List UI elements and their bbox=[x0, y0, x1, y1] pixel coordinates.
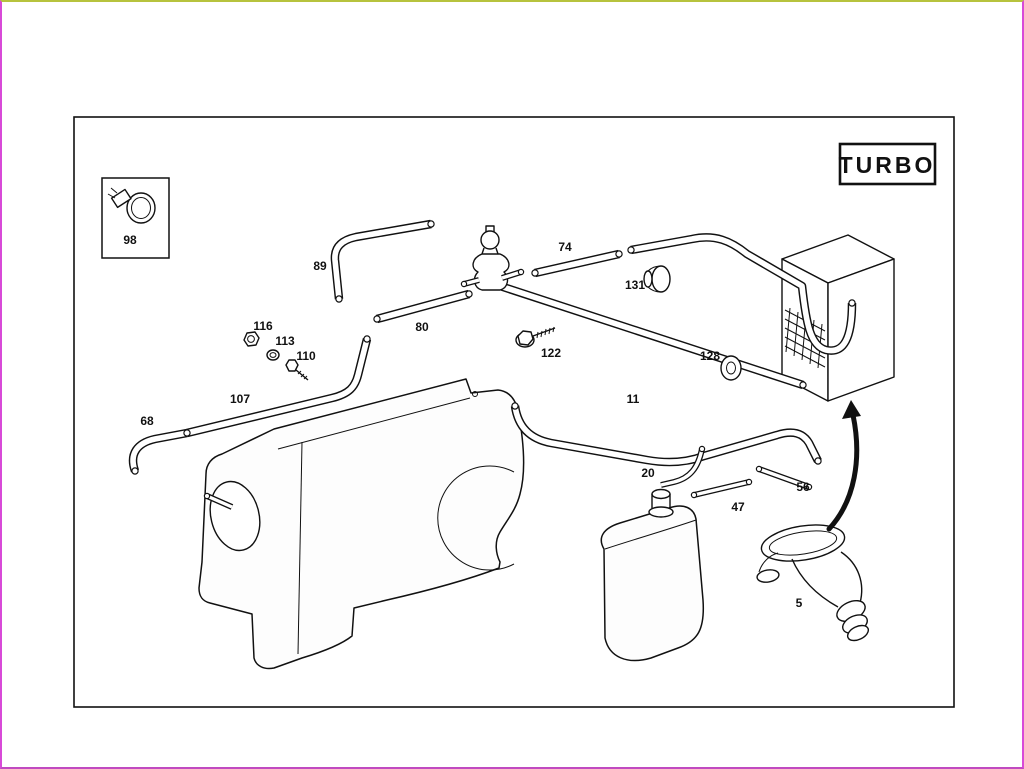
hose-68 bbox=[128, 428, 188, 475]
part-label-107: 107 bbox=[230, 392, 250, 406]
tank-inlet-elbow bbox=[660, 445, 706, 488]
hose-107 bbox=[183, 335, 372, 438]
part-label-20: 20 bbox=[641, 466, 655, 480]
engine-block bbox=[198, 378, 525, 670]
part-label-89: 89 bbox=[313, 259, 327, 273]
part-label-122: 122 bbox=[541, 346, 561, 360]
hose-56 bbox=[755, 465, 813, 491]
part-labels: 98 89 74 131 80 116 113 110 122 128 107 … bbox=[123, 233, 810, 610]
part-label-56: 56 bbox=[796, 480, 810, 494]
clamp-98-box bbox=[101, 177, 170, 259]
bolt-110 bbox=[285, 359, 309, 381]
part-label-47: 47 bbox=[731, 500, 745, 514]
air-duct-5 bbox=[756, 524, 870, 642]
turbo-box-border bbox=[838, 142, 937, 186]
screw-122 bbox=[515, 326, 556, 348]
part-label-98: 98 bbox=[123, 233, 137, 247]
part-label-80: 80 bbox=[415, 320, 429, 334]
hose-74 bbox=[531, 249, 623, 278]
turbo-label: TURBO bbox=[839, 152, 936, 178]
part-label-113: 113 bbox=[275, 334, 295, 348]
part-label-116: 116 bbox=[253, 319, 273, 333]
grommet-131 bbox=[643, 265, 671, 293]
engine-stub-pipe bbox=[203, 492, 234, 510]
turbo-label-box: TURBO bbox=[838, 142, 937, 186]
check-valve-right-stub bbox=[501, 268, 525, 281]
part-label-74: 74 bbox=[558, 240, 572, 254]
part-label-110: 110 bbox=[296, 349, 316, 363]
part-label-131: 131 bbox=[625, 278, 645, 292]
pointer-arrow bbox=[826, 400, 861, 532]
check-valve bbox=[460, 225, 525, 291]
hose-47 bbox=[690, 478, 753, 499]
part-label-5: 5 bbox=[796, 596, 803, 610]
heat-exchanger bbox=[781, 234, 895, 402]
hose-89 bbox=[330, 219, 435, 303]
hose-20 bbox=[510, 402, 822, 467]
part-label-11: 11 bbox=[627, 392, 640, 406]
hose-80 bbox=[373, 289, 473, 324]
part-label-128: 128 bbox=[700, 349, 720, 363]
grommet-128 bbox=[720, 355, 742, 381]
expansion-tank bbox=[600, 488, 705, 662]
supply-hose bbox=[627, 233, 857, 355]
hose-clamp-98 bbox=[107, 187, 156, 224]
part-label-68: 68 bbox=[140, 414, 154, 428]
nut-116 bbox=[243, 331, 260, 347]
washer-113 bbox=[266, 349, 280, 361]
check-valve-left-stub bbox=[460, 277, 480, 288]
